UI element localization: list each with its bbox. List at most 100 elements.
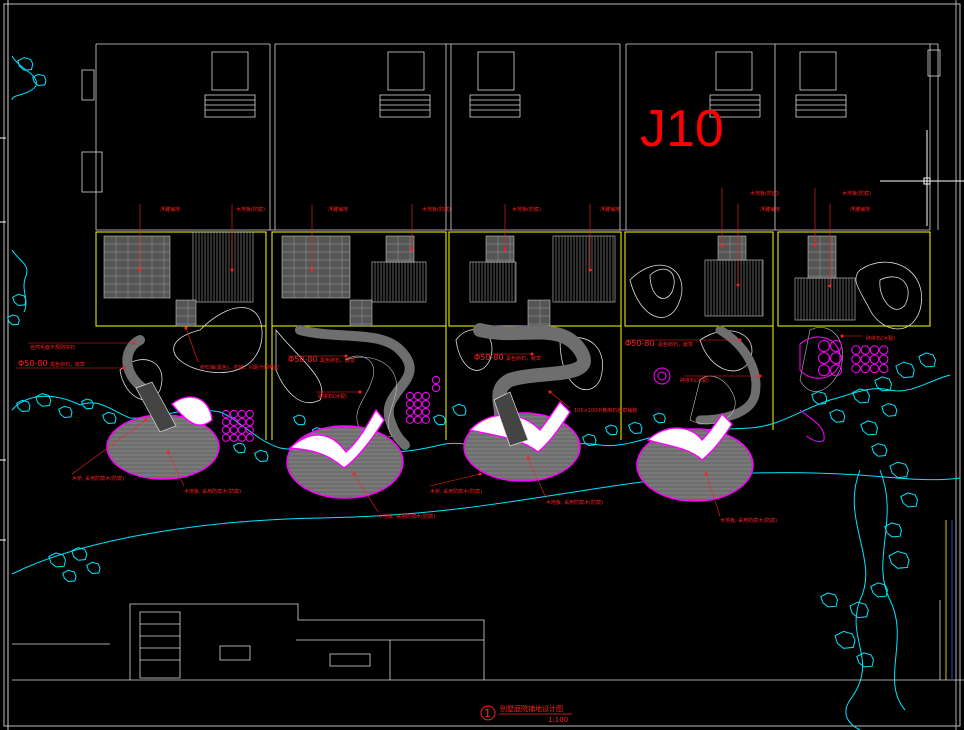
flower <box>879 363 889 374</box>
leader-dot <box>122 366 126 370</box>
leader-dot <box>184 326 188 330</box>
leader-dot <box>478 472 482 476</box>
flower <box>405 415 415 424</box>
stone-grid <box>104 236 836 326</box>
leader-line <box>167 451 185 487</box>
leader-dot <box>720 244 724 248</box>
label-stone-4: 浮雕铺地 <box>760 206 780 213</box>
flower <box>818 340 830 352</box>
label-pebble-1b: 黑色卵石，嵌草 <box>50 361 85 368</box>
leader-dot <box>352 472 356 476</box>
flower <box>869 345 880 355</box>
label-wood-3: 木地板(防腐) <box>512 206 541 213</box>
flower <box>421 415 430 424</box>
rock <box>820 592 839 608</box>
flower <box>413 391 423 401</box>
flower <box>830 340 843 352</box>
leader-dot <box>410 248 414 252</box>
leader-lines <box>16 188 862 517</box>
rock <box>604 424 618 436</box>
rock <box>71 547 88 561</box>
flower <box>245 409 254 419</box>
flower <box>405 399 415 409</box>
label-pebble-1: Φ50-80 <box>18 359 48 368</box>
rock <box>889 461 909 479</box>
label-platform-4: 木地板, 采用防腐木(防腐) <box>720 517 777 524</box>
rock <box>852 388 871 404</box>
drawing-title: 别墅庭院铺地设计图 <box>500 704 563 713</box>
rock <box>829 409 846 423</box>
flower <box>830 364 843 377</box>
rock <box>254 449 269 463</box>
crosshair-cursor <box>880 130 964 226</box>
stone-paving-blocks <box>103 235 837 327</box>
rock <box>900 492 919 508</box>
label-wood-5: 木地板(防腐) <box>842 190 871 197</box>
rock <box>834 630 856 649</box>
drawing-scale: 1:100 <box>548 716 568 724</box>
flower <box>421 407 430 416</box>
rock <box>881 403 898 417</box>
flower <box>221 425 231 434</box>
lower-building <box>12 520 964 681</box>
label-wood-1: 木地板(防腐) <box>236 206 265 213</box>
label-stone-3: 浮雕铺地 <box>600 206 620 213</box>
leader-dot <box>588 268 592 272</box>
label-pebble-4: Φ50-80 <box>625 339 655 348</box>
label-inner-note: 卵石铺(黑色)，密铺，间距为规格型 <box>200 364 279 371</box>
leader-dot <box>230 268 234 272</box>
leader-dot <box>828 284 832 288</box>
flower <box>413 407 423 416</box>
label-stone-5: 浮雕铺地 <box>850 206 870 213</box>
leader-dot <box>813 243 817 247</box>
rock <box>582 433 597 447</box>
leader-line <box>71 419 147 475</box>
flower <box>413 399 423 409</box>
flower <box>830 352 843 365</box>
label-stone-2: 浮雕铺地 <box>328 206 348 213</box>
leader-dot <box>758 374 762 378</box>
leader-dot <box>840 334 844 338</box>
flower <box>229 425 239 434</box>
label-wood-4: 木地板(防腐) <box>750 190 779 197</box>
label-pebble-4b: 黑色卵石，嵌草 <box>658 341 693 348</box>
rock <box>888 550 910 569</box>
rock <box>12 293 27 307</box>
flower <box>818 364 830 377</box>
rock <box>62 569 77 583</box>
flower <box>237 417 246 427</box>
rock <box>884 522 903 538</box>
leader-dot <box>530 352 534 356</box>
label-pebble-3b: 黑色卵石，嵌草 <box>506 355 541 362</box>
label-bridge-1: 木桥, 采用防腐木(防腐) <box>72 475 124 482</box>
leader-line <box>185 327 199 363</box>
flower <box>860 345 870 355</box>
label-pebble-2b: 黑色卵石，嵌草 <box>320 357 355 364</box>
flower <box>245 425 254 434</box>
label-rock: 碎拼石(冰裂) <box>866 335 895 342</box>
flower <box>229 409 239 419</box>
rock-clusters <box>6 57 937 668</box>
rock <box>32 73 47 87</box>
leader-dot <box>736 283 740 287</box>
rock <box>6 314 20 326</box>
shrub <box>799 409 825 443</box>
flower <box>653 367 671 385</box>
flower <box>879 354 889 364</box>
leader-line <box>527 457 547 499</box>
rock <box>16 399 31 413</box>
rock <box>811 391 828 405</box>
flower <box>860 363 870 374</box>
flower <box>851 345 861 355</box>
flower <box>237 409 246 419</box>
leader-dot <box>548 390 552 394</box>
rock <box>860 420 879 436</box>
flower <box>245 417 254 427</box>
flower <box>413 415 423 424</box>
shrub <box>799 336 841 379</box>
building-outlines <box>81 43 941 231</box>
rock <box>292 414 306 426</box>
flower <box>221 409 231 419</box>
flower <box>405 407 415 416</box>
flower <box>431 375 441 385</box>
